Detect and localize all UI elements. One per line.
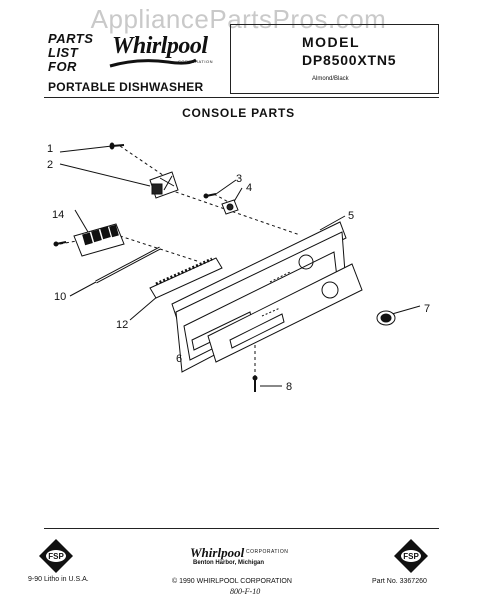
callout-10: 10 <box>54 291 66 303</box>
leader-10 <box>69 281 97 297</box>
brand-swoosh <box>109 58 197 68</box>
footer-brand-corporation: CORPORATION <box>246 549 289 555</box>
footer-part-number: Part No. 3367260 <box>372 578 427 585</box>
callout-12: 12 <box>116 319 128 331</box>
part-screw-8 <box>252 375 258 392</box>
footer-brand: Whirlpool <box>190 545 245 560</box>
watermark: AppliancePartsPros.com <box>90 4 387 34</box>
leader-1 <box>59 145 113 153</box>
part-button-bar-12 <box>149 257 223 299</box>
callout-3: 3 <box>236 173 242 185</box>
footer-litho: 9-90 Litho in U.S.A. <box>28 576 89 583</box>
fsp-badge-text: FSP <box>48 552 64 561</box>
part-rod-10 <box>95 246 161 284</box>
part-knob-7 <box>376 310 396 326</box>
section-title: CONSOLE PARTS <box>182 106 295 120</box>
part-overlay-6 <box>207 263 363 363</box>
part-screw-3 <box>203 193 217 199</box>
brand-corporation: CORPORATION <box>178 59 213 64</box>
callout-1: 1 <box>47 143 53 155</box>
callout-4: 4 <box>246 182 252 194</box>
callout-2: 2 <box>47 159 53 171</box>
callout-5: 5 <box>348 210 354 222</box>
model-number: DP8500XTN5 <box>302 52 397 68</box>
footer-copyright: © 1990 WHIRLPOOL CORPORATION <box>172 578 292 585</box>
model-box <box>230 24 439 94</box>
model-label: MODEL <box>302 34 361 50</box>
footer-rule <box>44 528 439 529</box>
parts-list-line: FOR <box>48 59 77 74</box>
leader-2 <box>59 163 151 187</box>
parts-list-line: LIST <box>48 45 79 60</box>
callout-14: 14 <box>52 209 64 221</box>
fsp-badge-left: FSP <box>39 539 73 573</box>
brand-logo: Whirlpool <box>112 33 208 59</box>
callout-8: 8 <box>286 381 292 393</box>
callout-7: 7 <box>424 303 430 315</box>
fsp-badge-text: FSP <box>403 552 419 561</box>
parts-list-line: PARTS <box>48 31 94 46</box>
footer-city: Benton Harbor, Michigan <box>193 560 265 566</box>
product-type: PORTABLE DISHWASHER <box>48 80 204 94</box>
leader-7 <box>391 305 421 315</box>
leader-3 <box>215 179 237 195</box>
part-clip-4 <box>221 199 239 215</box>
model-color: Almond/Black <box>312 76 349 82</box>
parts-list-label: PARTS LIST FOR <box>48 32 93 74</box>
handwritten-note: 800-F-10 <box>230 587 261 596</box>
leader-14 <box>74 209 89 233</box>
callout-6: 6 <box>176 353 182 365</box>
fsp-badge-right: FSP <box>394 539 428 573</box>
part-switch-2 <box>149 171 179 199</box>
part-switch-block-14 <box>53 223 125 257</box>
leader-5 <box>319 215 346 231</box>
part-screw-1 <box>109 142 125 150</box>
header-rule <box>44 97 439 98</box>
